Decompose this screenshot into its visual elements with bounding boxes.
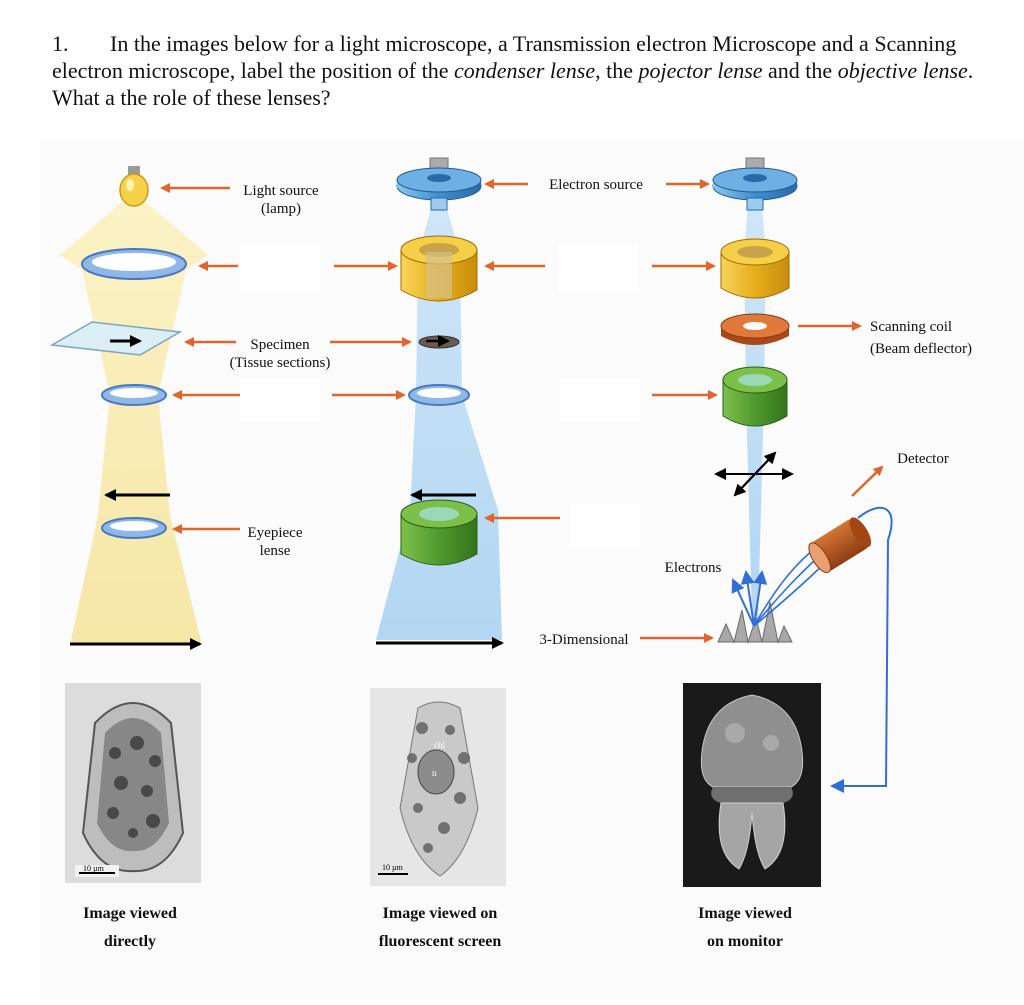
- caption-sem: Image viewed on monitor: [698, 905, 792, 950]
- scanning-electron-microscope: [640, 157, 893, 793]
- specimen-tem: [418, 335, 460, 349]
- signal-cable: [830, 506, 893, 793]
- tem-micrograph: chl n 10 µm: [370, 688, 506, 886]
- caption-tem: Image viewed on fluorescent screen: [378, 905, 502, 950]
- label-3-dimensional: 3-Dimensional: [539, 632, 629, 648]
- electron-gun-tem: [396, 157, 482, 211]
- transmission-electron-microscope: [330, 157, 560, 649]
- question-number: 1.: [52, 31, 69, 56]
- microscope-figure: Light source (lamp) Specimen (Tissue sec…: [40, 140, 1024, 1000]
- label-detector: Detector: [897, 451, 949, 467]
- condenser-lens-sem: [720, 238, 790, 299]
- objective-lens-tem: [408, 384, 470, 406]
- electron-gun-sem: [712, 157, 798, 211]
- term-condenser: condenser lense: [453, 58, 596, 83]
- term-objective: objective lense: [837, 58, 968, 83]
- blank-objective-sem[interactable]: [560, 378, 640, 422]
- objective-lens-sem: [722, 366, 788, 427]
- specimen-slide: [49, 321, 183, 356]
- light-micrograph: 10 µm: [65, 683, 201, 883]
- question-text: 1.In the images below for a light micros…: [52, 31, 974, 110]
- blank-condenser-light[interactable]: [240, 245, 320, 293]
- projector-lens-tem: [400, 499, 478, 566]
- tem-chl-label: chl: [434, 740, 445, 750]
- eyepiece-lens: [101, 517, 167, 539]
- label-scanning-coil: Scanning coil (Beam deflector): [870, 319, 973, 357]
- label-light-source: Light source (lamp): [243, 183, 319, 217]
- light-beam: [60, 198, 208, 645]
- lamp-icon: [119, 166, 149, 207]
- label-eyepiece: Eyepiece lense: [247, 525, 303, 559]
- sem-micrograph: [683, 683, 821, 887]
- scan-direction-arrows: [714, 451, 794, 497]
- tem-scale-bar: 10 µm: [382, 863, 404, 872]
- light-microscope: [49, 166, 240, 650]
- label-electron-source: Electron source: [549, 177, 643, 193]
- tem-n-label: n: [432, 768, 437, 778]
- label-electrons: Electrons: [664, 560, 722, 576]
- detector-icon: [808, 517, 872, 574]
- label-specimen: Specimen (Tissue sections): [229, 337, 331, 371]
- blank-condenser-tem-sem[interactable]: [558, 245, 638, 293]
- scanning-coil: [720, 313, 790, 345]
- light-scale-bar: 10 µm: [83, 864, 105, 873]
- term-projector: pojector lense: [638, 58, 763, 83]
- microscope-diagram: [49, 157, 893, 793]
- condenser-lens-light: [81, 248, 187, 280]
- arrow-detector: [851, 465, 884, 497]
- caption-light: Image viewed directly: [83, 905, 177, 950]
- condenser-lens-tem: [400, 235, 478, 302]
- blank-objective-light[interactable]: [240, 378, 320, 422]
- objective-lens-light: [101, 384, 167, 406]
- blank-projector-tem[interactable]: [570, 504, 640, 548]
